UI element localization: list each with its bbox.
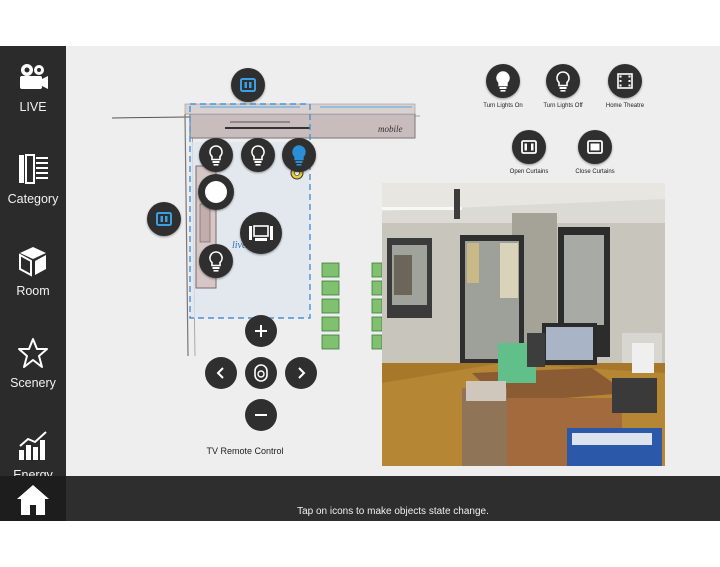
close-curtains-button[interactable] [578, 130, 612, 164]
sidebar-item-label: Category [7, 192, 59, 206]
home-theatre-button[interactable] [608, 64, 642, 98]
bulb-off-icon [209, 251, 223, 272]
chevron-right-icon [298, 367, 306, 379]
curtain-toggle-top-button[interactable] [231, 68, 265, 102]
turn-lights-off-button[interactable] [546, 64, 580, 98]
channel-next-button[interactable] [285, 357, 317, 389]
home-icon [17, 485, 49, 515]
mobile-label: mobile [378, 124, 403, 134]
remote-center-icon [254, 364, 268, 382]
bulb-on-icon [496, 71, 510, 92]
curtain-closed-icon [240, 78, 256, 92]
sidebar-item-label: Scenery [10, 376, 56, 390]
camera-feed [382, 183, 665, 466]
curtain-toggle-left-button[interactable] [147, 202, 181, 236]
star-icon [18, 338, 48, 368]
light-toggle-button[interactable] [241, 138, 275, 172]
channel-prev-button[interactable] [205, 357, 237, 389]
app-frame: LIVE Category Room [0, 46, 720, 521]
light-toggle-button[interactable] [199, 138, 233, 172]
sidebar-item-label: Room [16, 284, 50, 298]
turn-lights-on-button[interactable] [486, 64, 520, 98]
sidebar: LIVE Category Room [0, 46, 66, 476]
volume-up-button[interactable] [245, 315, 277, 347]
bulb-off-icon [251, 145, 265, 166]
video-camera-icon [20, 64, 48, 89]
action-label: Home Theatre [605, 103, 645, 109]
chevron-left-icon [216, 367, 224, 379]
bulb-off-icon [209, 145, 223, 166]
light-toggle-button[interactable] [199, 244, 233, 278]
sidebar-item-live[interactable]: LIVE [0, 46, 66, 136]
remote-title: TV Remote Control [206, 446, 284, 456]
minus-icon [255, 414, 267, 416]
home-theatre-icon [249, 225, 273, 241]
sidebar-item-category[interactable]: Category [0, 138, 66, 228]
selection-dot-icon [205, 181, 227, 203]
plus-icon [255, 325, 267, 337]
film-icon [617, 73, 633, 89]
status-message: Tap on icons to make objects state chang… [297, 506, 489, 517]
status-bar: Tap on icons to make objects state chang… [66, 476, 720, 521]
volume-down-button[interactable] [245, 399, 277, 431]
action-label: Open Curtains [509, 169, 549, 175]
action-label: Turn Lights On [483, 103, 523, 109]
home-button[interactable] [0, 476, 66, 521]
curtain-closed-icon [156, 212, 172, 226]
bar-chart-icon [19, 431, 47, 460]
sidebar-item-label: Energy [13, 468, 53, 476]
curtains-close-icon [587, 140, 603, 154]
category-list-icon [19, 154, 48, 184]
selected-device-button[interactable] [198, 174, 234, 210]
bulb-on-icon [292, 145, 306, 166]
curtains-open-icon [521, 140, 537, 154]
sidebar-item-label: LIVE [19, 100, 47, 114]
sidebar-item-energy[interactable]: Energy [0, 414, 66, 476]
cube-icon [19, 247, 46, 277]
action-label: Close Curtains [575, 169, 615, 175]
action-label: Turn Lights Off [543, 103, 583, 109]
home-theatre-device-button[interactable] [240, 212, 282, 254]
light-toggle-button[interactable] [282, 138, 316, 172]
sidebar-item-room[interactable]: Room [0, 230, 66, 320]
open-curtains-button[interactable] [512, 130, 546, 164]
remote-center-button[interactable] [245, 357, 277, 389]
sidebar-item-scenery[interactable]: Scenery [0, 322, 66, 412]
bulb-off-icon [556, 71, 570, 92]
